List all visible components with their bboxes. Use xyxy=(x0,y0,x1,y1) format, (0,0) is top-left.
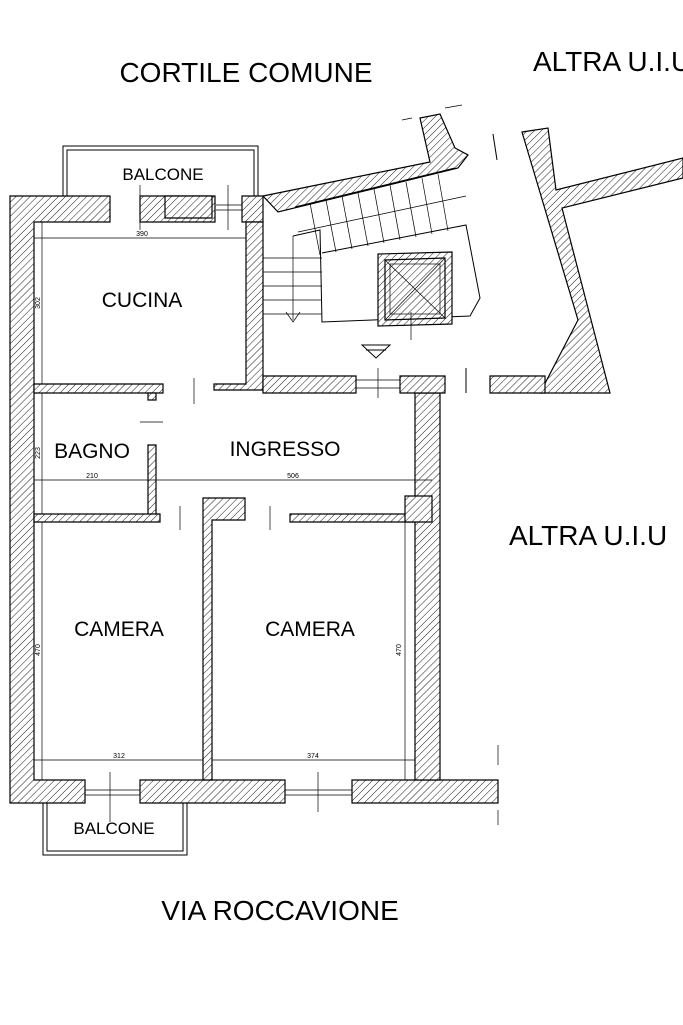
staircase xyxy=(261,113,481,398)
label-via-roccavione: VIA ROCCAVIONE xyxy=(161,895,399,926)
room-bagno: BAGNO xyxy=(54,440,130,463)
room-ingresso: INGRESSO xyxy=(230,438,341,461)
dim-camera-left-width: 312 xyxy=(113,753,125,760)
balcony-bottom xyxy=(42,772,188,856)
balcony-top xyxy=(62,145,259,230)
interior-walls xyxy=(33,375,433,781)
label-balcone-top: BALCONE xyxy=(122,165,203,184)
dimension-lines xyxy=(34,222,432,780)
entrance-marker xyxy=(360,344,392,359)
room-camera-left: CAMERA xyxy=(74,618,164,641)
dim-camera-right-height: 470 xyxy=(396,644,403,656)
dim-cucina-height: 302 xyxy=(35,297,42,309)
label-cortile-comune: CORTILE COMUNE xyxy=(119,57,372,88)
exterior-walls xyxy=(9,195,499,804)
label-altra-uiu-top: ALTRA U.I.U xyxy=(533,46,683,77)
room-cucina: CUCINA xyxy=(102,289,183,312)
dim-bagno-width: 210 xyxy=(86,473,98,480)
label-altra-uiu-right: ALTRA U.I.U xyxy=(509,520,667,551)
dim-camera-right-width: 374 xyxy=(307,753,319,760)
label-balcone-bottom: BALCONE xyxy=(73,819,154,838)
dim-bagno-height: 223 xyxy=(35,447,42,459)
door-markers xyxy=(140,378,499,825)
neighbor-walls xyxy=(401,104,683,394)
dim-cucina-width: 390 xyxy=(136,231,148,238)
dim-camera-left-height: 470 xyxy=(35,644,42,656)
dim-ingresso-width: 506 xyxy=(287,473,299,480)
room-camera-right: CAMERA xyxy=(265,618,355,641)
